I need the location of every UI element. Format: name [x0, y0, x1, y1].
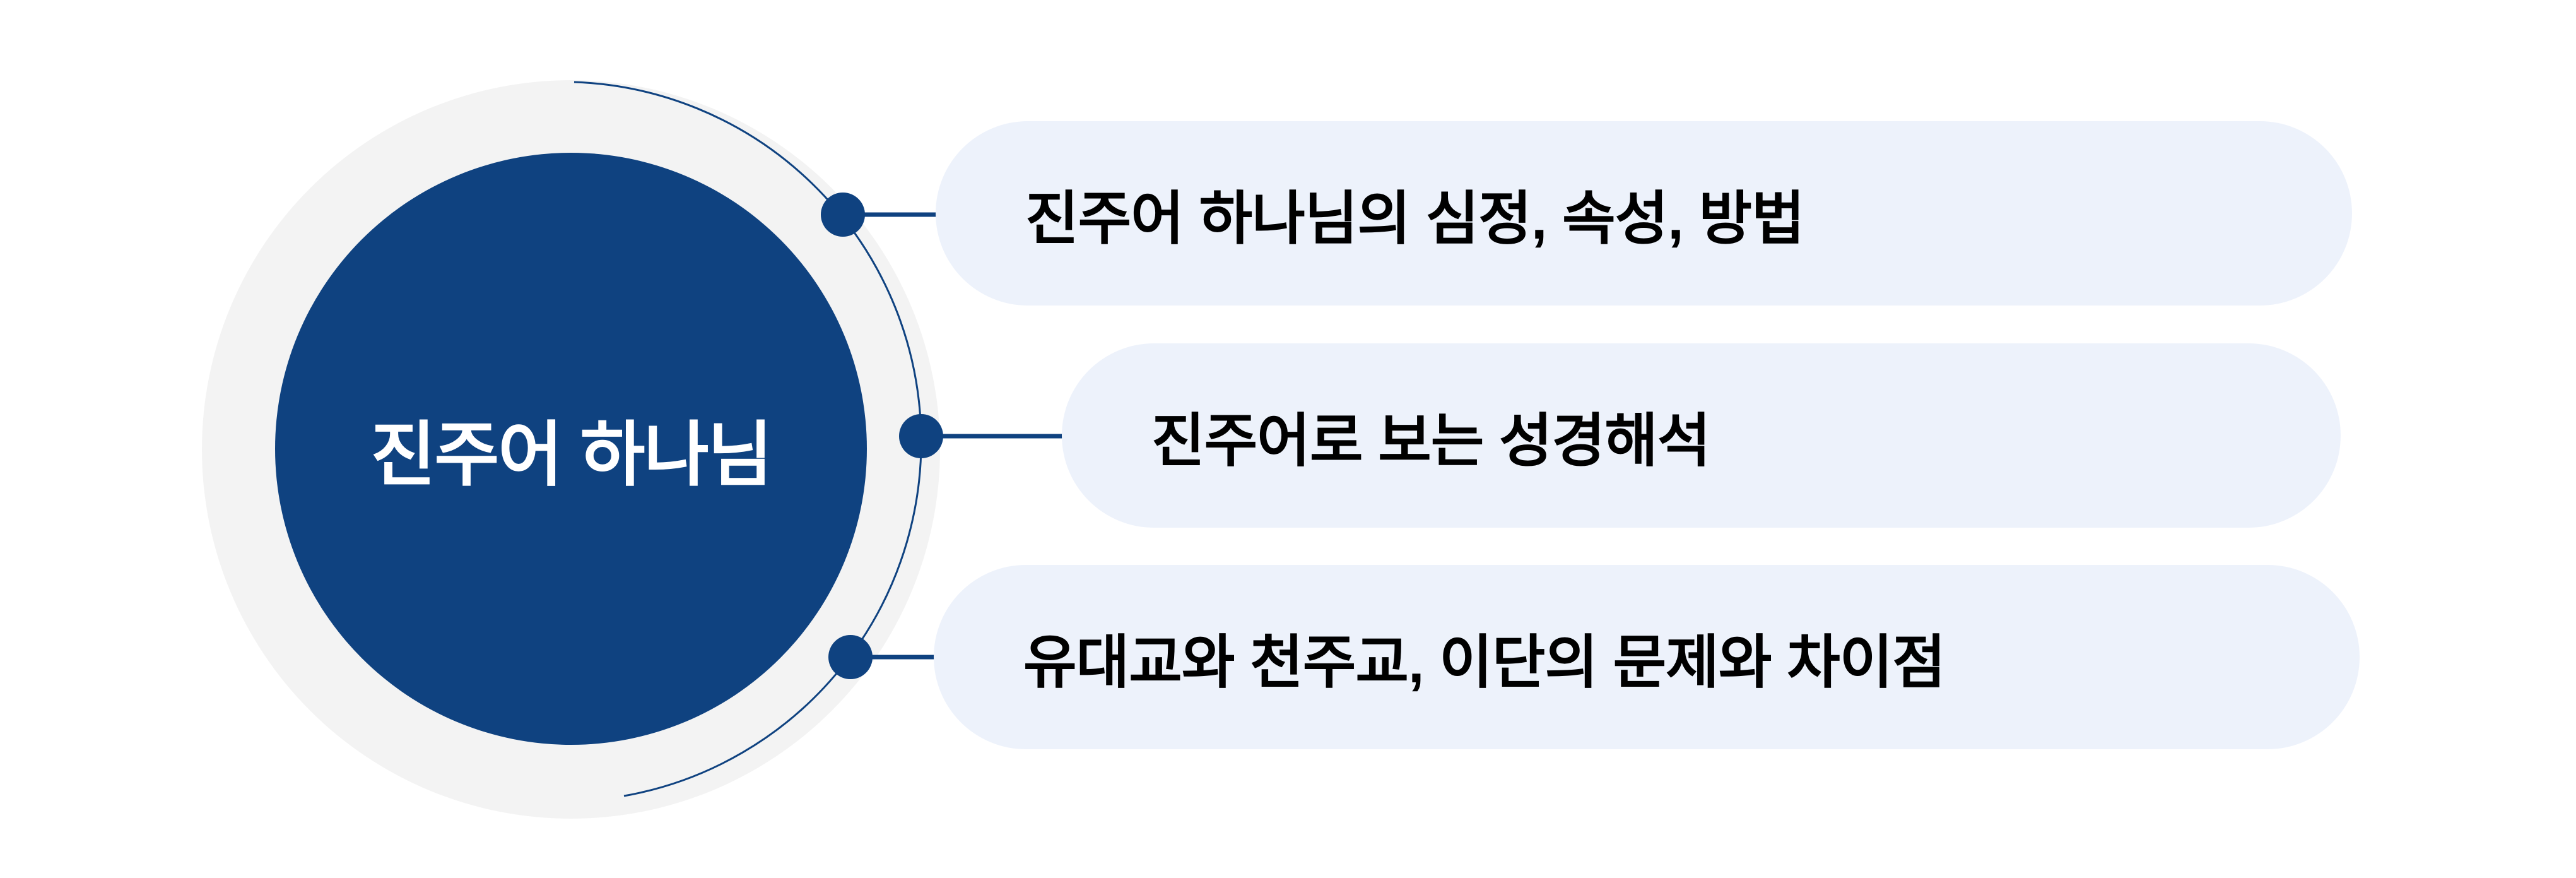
topic-pill: 유대교와 천주교, 이단의 문제와 차이점 [934, 565, 2360, 749]
orbit-arc [573, 81, 922, 797]
connector-dot [821, 193, 865, 237]
topic-label: 진주어 하나님의 심정, 속성, 방법 [1025, 186, 1805, 251]
center-label: 진주어 하나님 [370, 415, 772, 494]
connector-dot [899, 414, 943, 458]
connector-dot [828, 635, 873, 679]
topic-label: 진주어로 보는 성경해석 [1151, 408, 1711, 473]
topic-pill: 진주어 하나님의 심정, 속성, 방법 [936, 121, 2352, 306]
center-circle: 진주어 하나님 [275, 153, 867, 745]
topic-pill: 진주어로 보는 성경해석 [1062, 343, 2341, 528]
topic-label: 유대교와 천주교, 이단의 문제와 차이점 [1023, 630, 1946, 695]
